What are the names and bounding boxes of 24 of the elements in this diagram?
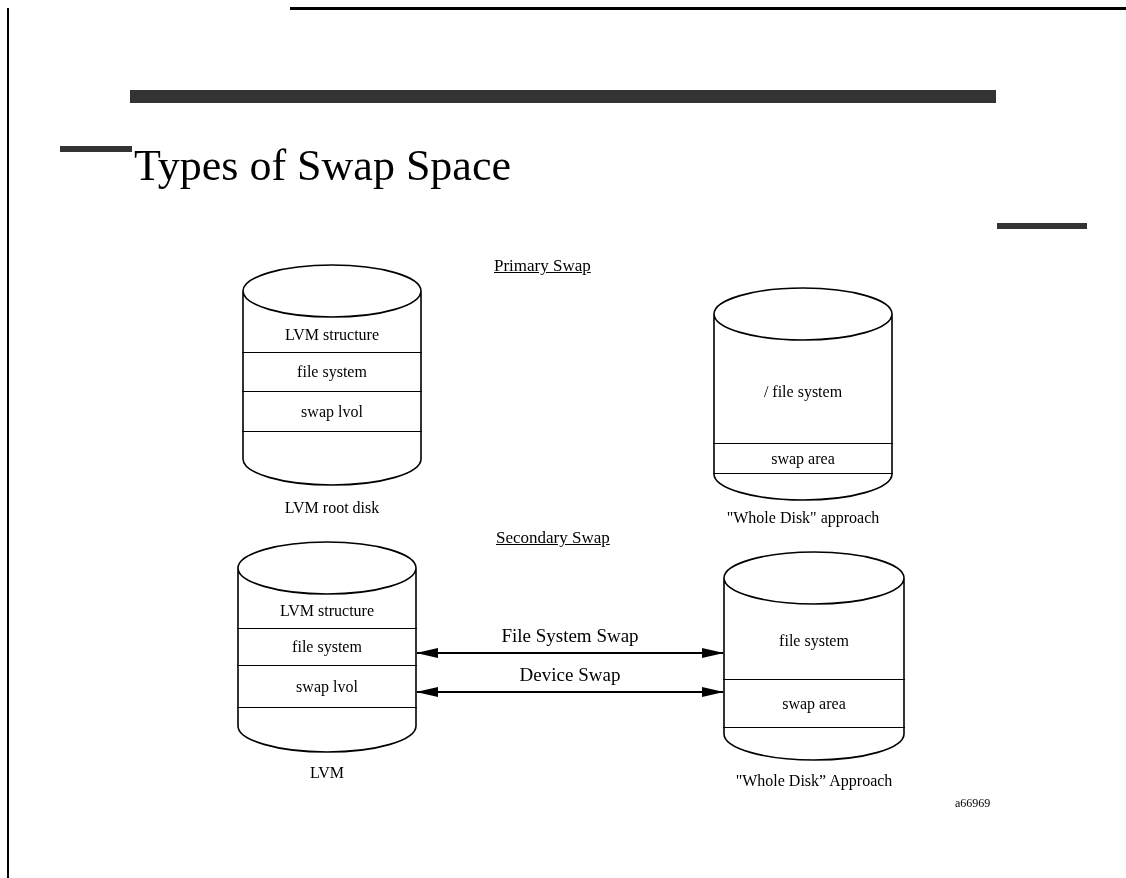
partition-label: file system: [779, 632, 849, 650]
partition-label: file system: [292, 638, 362, 656]
partition-label: swap lvol: [296, 677, 358, 696]
partition-label: / file system: [763, 382, 843, 401]
disk-cylinder: [723, 552, 905, 760]
partition-label: swap area: [771, 449, 835, 468]
disk-caption: LVM: [308, 764, 346, 782]
section-heading: Primary Swap: [494, 256, 591, 276]
slide-title: Types of Swap Space: [134, 140, 511, 191]
double-arrow: [416, 648, 724, 658]
disk-caption: "Whole Disk” Approach: [734, 772, 894, 790]
partition-label: LVM structure: [284, 325, 380, 344]
partition-label: swap area: [782, 694, 846, 713]
double-arrow: [416, 687, 724, 697]
partition-label: file system: [297, 363, 367, 381]
disk-cylinder: [713, 288, 893, 500]
disk-caption: LVM root disk: [283, 499, 381, 517]
disk-caption: "Whole Disk" approach: [725, 509, 881, 527]
partition-label: swap lvol: [301, 402, 363, 421]
section-heading: Secondary Swap: [496, 528, 610, 548]
disk-cylinder: [242, 265, 422, 485]
disk-cylinder: [237, 542, 417, 752]
figure-id: a66969: [955, 796, 991, 811]
partition-label: LVM structure: [279, 601, 375, 620]
